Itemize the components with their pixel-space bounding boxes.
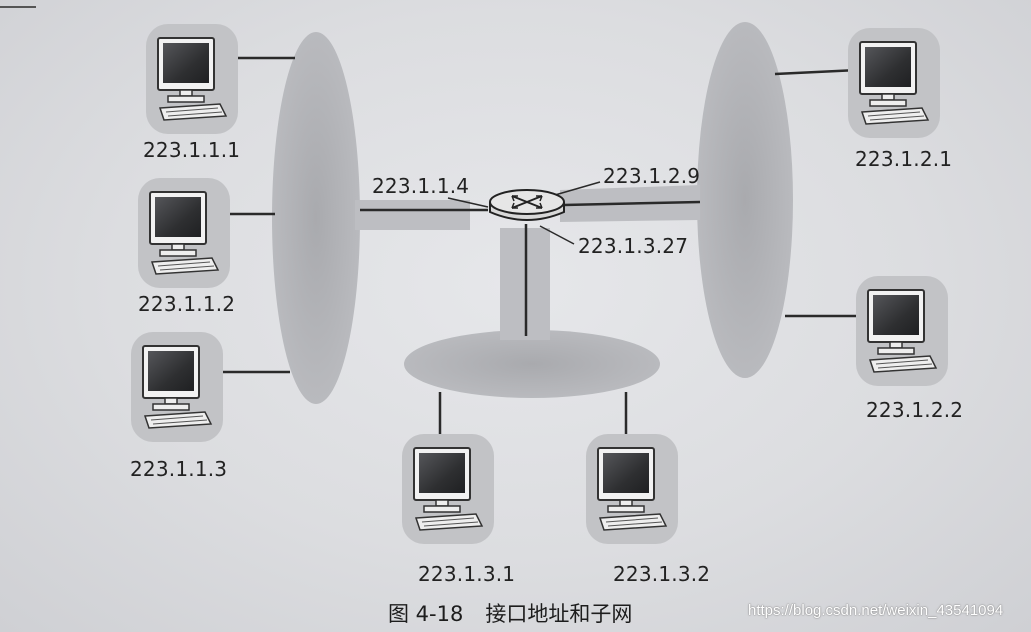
figure-title: 接口地址和子网 bbox=[485, 602, 633, 626]
host-address-label: 223.1.3.1 bbox=[418, 562, 516, 586]
computer-icon-host-2 bbox=[137, 177, 231, 289]
router-links bbox=[360, 181, 701, 336]
host-address-label: 223.1.1.2 bbox=[138, 292, 236, 316]
subnet-2-segment bbox=[697, 22, 793, 378]
computer-icon-host-5 bbox=[855, 275, 949, 387]
host-address-label: 223.1.2.1 bbox=[855, 147, 953, 171]
computer-icon-host-7 bbox=[585, 433, 679, 545]
host-address-label: 223.1.1.1 bbox=[143, 138, 241, 162]
figure-caption: 图 4-18 接口地址和子网 bbox=[388, 598, 632, 628]
router-interface-label: 223.1.2.9 bbox=[603, 164, 701, 188]
host-address-label: 223.1.3.2 bbox=[613, 562, 711, 586]
computer-icon-host-6 bbox=[401, 433, 495, 545]
subnet-1-segment bbox=[272, 32, 360, 404]
router-interface-label: 223.1.3.27 bbox=[578, 234, 689, 258]
host-address-label: 223.1.2.2 bbox=[866, 398, 964, 422]
computer-icon-host-1 bbox=[145, 23, 239, 135]
computer-icon-host-4 bbox=[847, 27, 941, 139]
watermark-text: https://blog.csdn.net/weixin_43541094 bbox=[748, 602, 1004, 619]
corner-rule bbox=[0, 6, 36, 8]
subnet-3-segment bbox=[404, 330, 660, 398]
host-address-label: 223.1.1.3 bbox=[130, 457, 228, 481]
router-interface-label: 223.1.1.4 bbox=[372, 174, 470, 198]
router-icon bbox=[489, 189, 565, 221]
computer-icon-host-3 bbox=[130, 331, 224, 443]
figure-number: 图 4-18 bbox=[388, 602, 464, 626]
